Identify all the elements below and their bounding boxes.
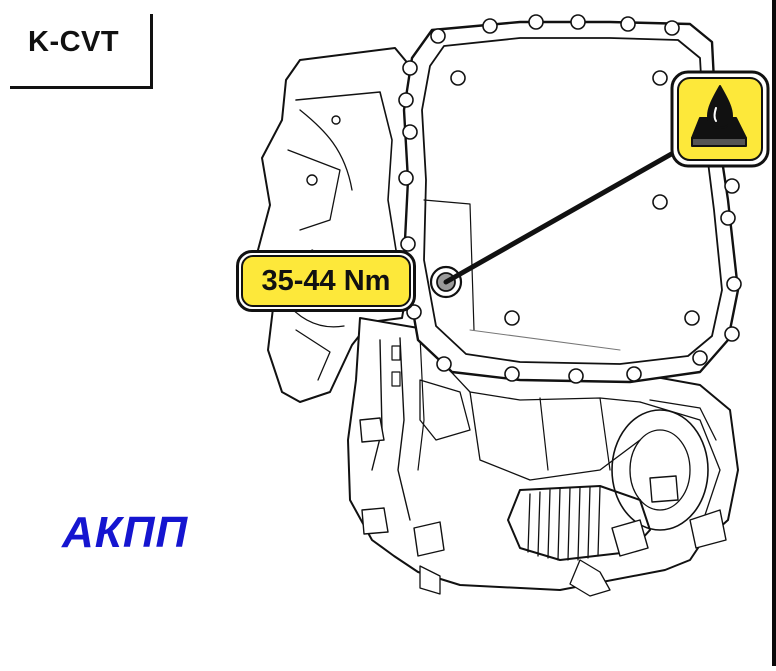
torque-callout: 35-44 Nm bbox=[241, 255, 411, 307]
pan-face-holes bbox=[450, 70, 700, 326]
oil-pan-face bbox=[421, 37, 723, 365]
transmission-fluid-drop-icon bbox=[670, 70, 770, 168]
leader-line bbox=[443, 145, 685, 285]
model-code-label: K-CVT bbox=[28, 26, 120, 58]
section-label: АКПП bbox=[62, 508, 189, 557]
page-edge bbox=[772, 0, 776, 666]
torque-value: 35-44 Nm bbox=[261, 264, 391, 297]
model-label-box bbox=[10, 14, 153, 89]
pan-bolts bbox=[398, 14, 742, 384]
